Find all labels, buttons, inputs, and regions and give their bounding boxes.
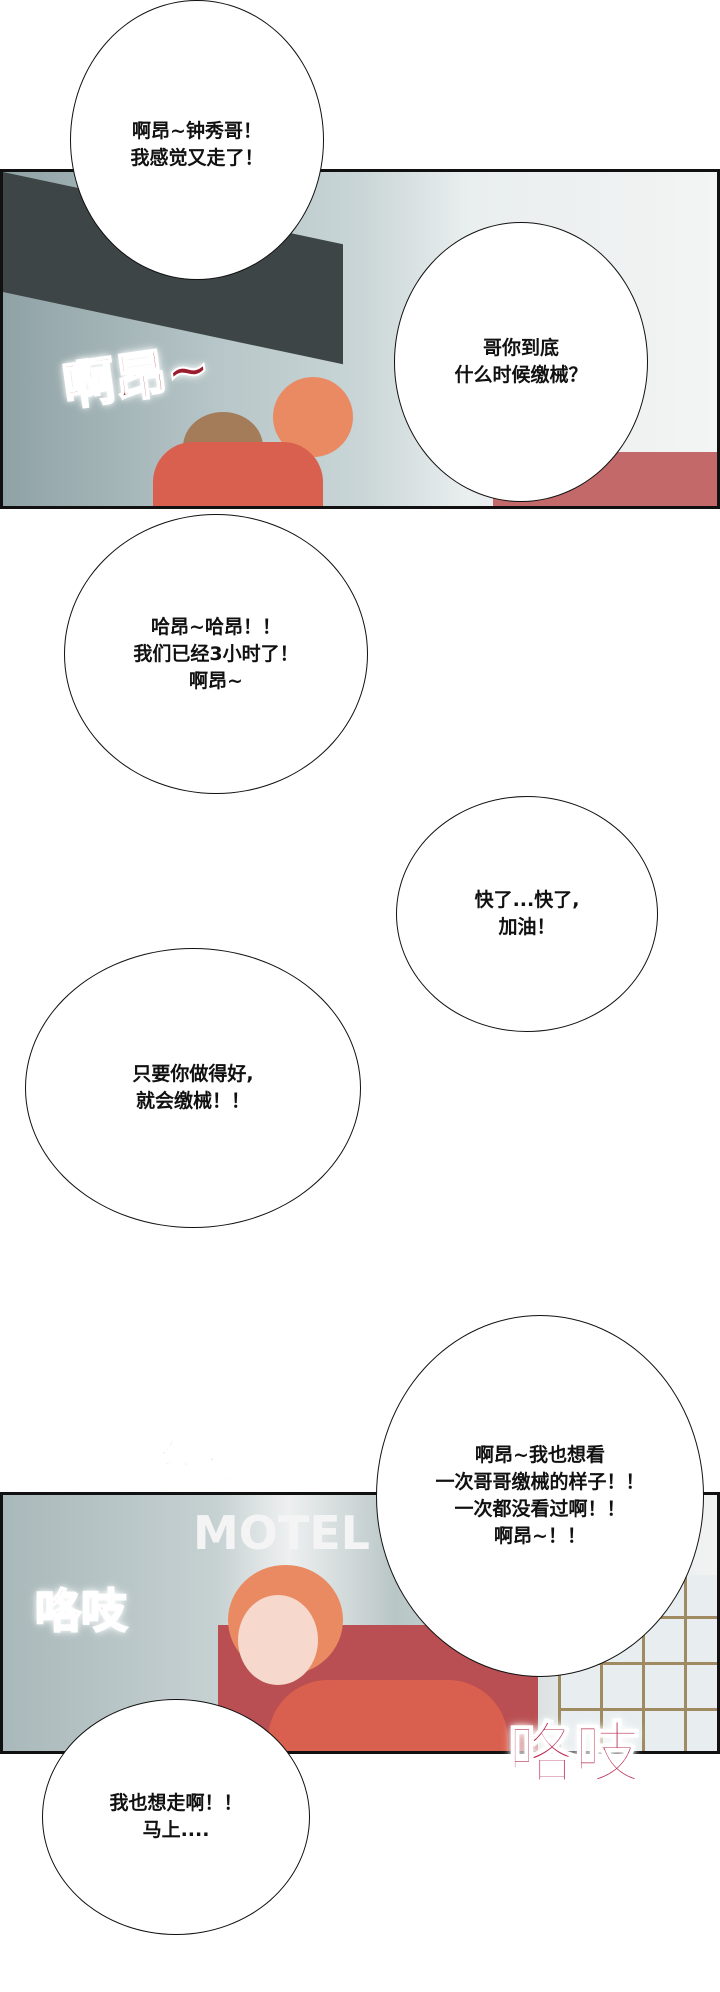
shirt xyxy=(153,442,323,506)
shirt xyxy=(268,1680,508,1751)
speech-bubble-2: 哥你到底 什么时候缴械？ xyxy=(394,222,648,502)
sfx-creak-1: 咯吱 xyxy=(144,1435,238,1489)
speech-bubble-1: 啊昂~钟秀哥！ 我感觉又走了！ xyxy=(70,0,324,280)
speech-bubble-3: 哈昂~哈昂！！ 我们已经3小时了！ 啊昂~ xyxy=(64,514,368,794)
speech-bubble-7: 我也想走啊！！ 马上.... xyxy=(42,1699,310,1935)
speech-bubble-5: 只要你做得好, 就会缴械！！ xyxy=(25,948,361,1228)
speech-bubble-4: 快了...快了, 加油！ xyxy=(396,796,658,1032)
sfx-creak-2: 咯吱 xyxy=(34,1583,128,1639)
motel-sign: MOTEL xyxy=(193,1506,370,1560)
woman-face xyxy=(238,1595,318,1685)
speech-bubble-6: 啊昂~我也想看 一次哥哥缴械的样子！！ 一次都没看过啊！！ 啊昂~！！ xyxy=(376,1315,704,1677)
sfx-creak-3: 咯吱 xyxy=(507,1714,641,1793)
